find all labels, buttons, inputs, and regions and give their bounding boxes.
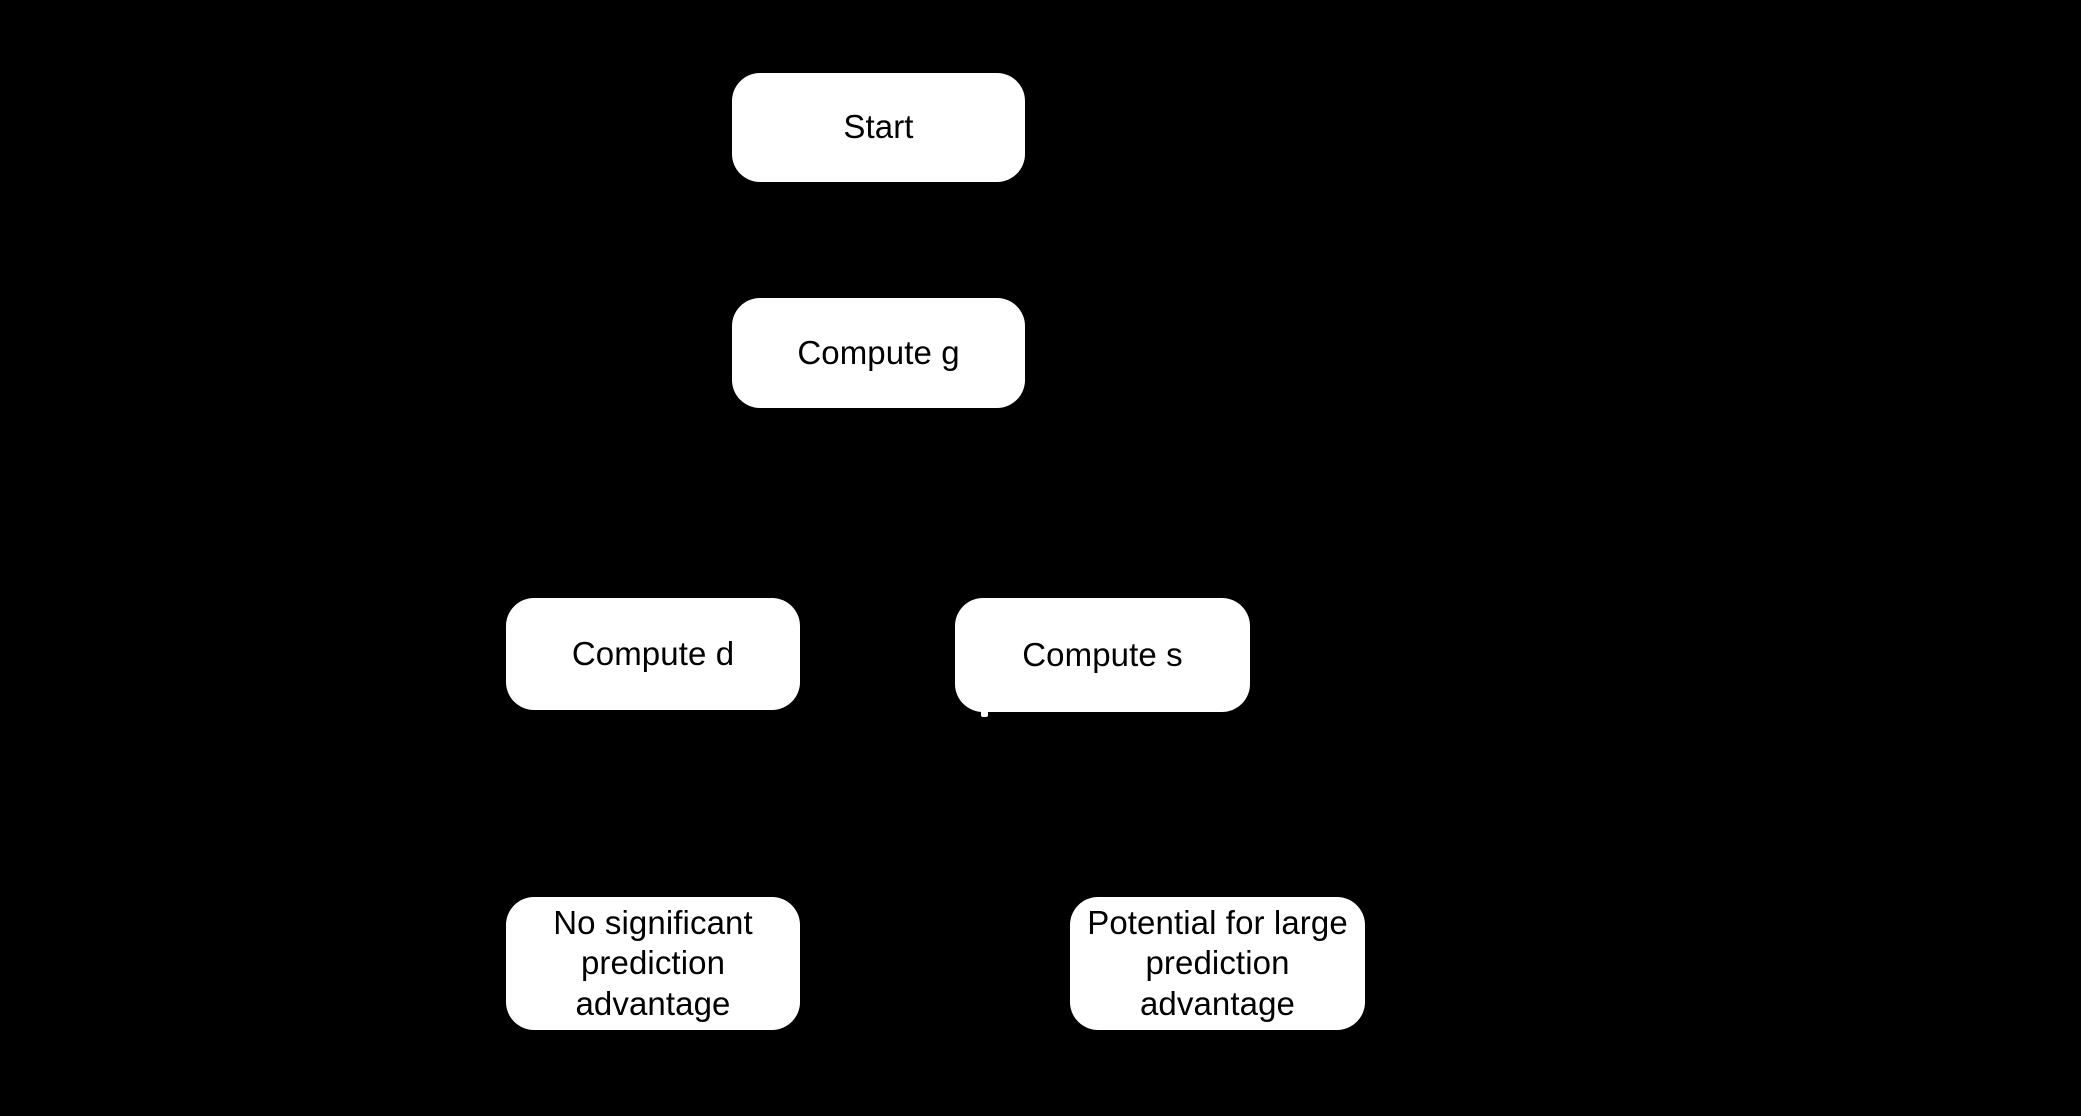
edge-compute-s-to-outcome-high (1078, 710, 1217, 891)
node-outcome-potential-for-large-prediction-advantage[interactable]: Potential for large prediction advantage (1070, 897, 1365, 1030)
node-outcome-no-significant-prediction-advantage[interactable]: No significant prediction advantage (506, 897, 800, 1030)
node-start[interactable]: Start (732, 73, 1025, 182)
node-compute-s[interactable]: Compute s (955, 598, 1250, 712)
edge-compute-g-to-compute-s (928, 406, 1100, 591)
node-compute-g[interactable]: Compute g (732, 298, 1025, 408)
node-compute-d[interactable]: Compute d (506, 598, 800, 710)
node-compute-g-label: Compute g (797, 333, 960, 371)
render-artifact-nub (981, 709, 988, 717)
edge-compute-g-to-compute-d (652, 406, 840, 591)
node-start-label: Start (843, 108, 914, 146)
node-compute-d-label: Compute d (571, 634, 735, 672)
node-outcome-high-label: Potential for large prediction advantage (1087, 904, 1348, 1022)
node-compute-s-label: Compute s (1022, 635, 1183, 673)
node-outcome-low-label: No significant prediction advantage (553, 904, 753, 1022)
